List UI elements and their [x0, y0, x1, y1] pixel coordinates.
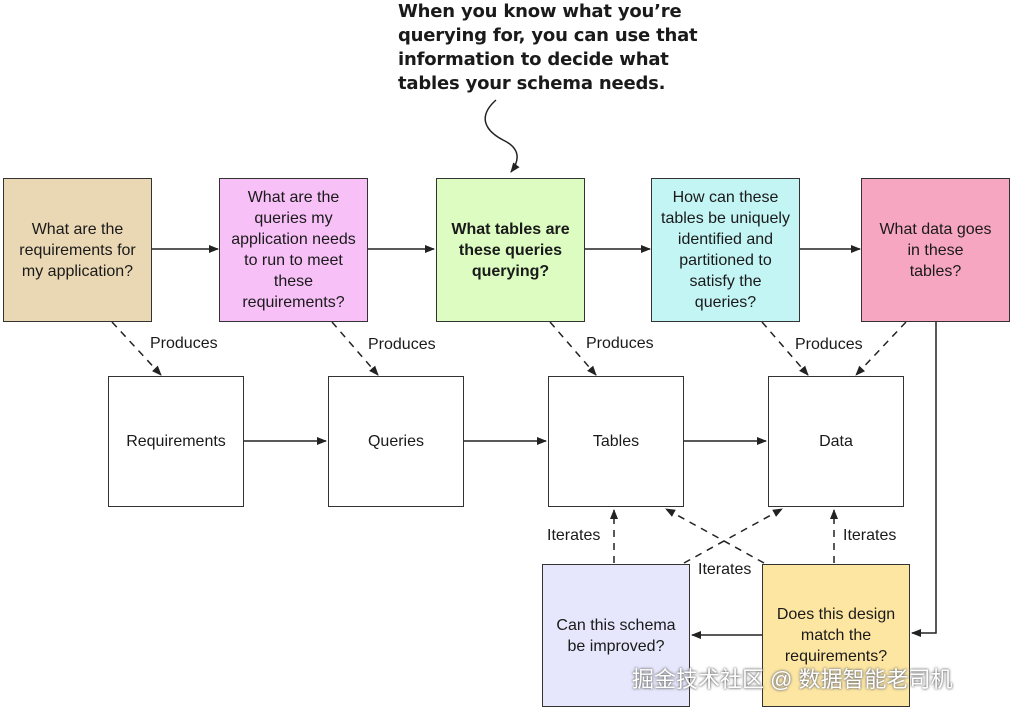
- loop-match-text: Does this design match the requirements?: [776, 606, 896, 665]
- produces-arrow-4: [761, 321, 809, 376]
- iterates-label-data: Iterates: [841, 527, 899, 545]
- produces-label-3: Produces: [584, 335, 656, 353]
- watermark: 掘金技术社区 @ 数据智能老司机: [632, 667, 953, 692]
- cross-arrow-to-tables: [665, 508, 765, 564]
- produces-label-1: Produces: [148, 335, 220, 353]
- loop-match: Does this design match the requirements?: [762, 564, 910, 707]
- artifact-requirements: Requirements: [108, 376, 244, 507]
- artifact-data: Data: [768, 376, 904, 507]
- artifact-requirements-text: Requirements: [126, 433, 226, 450]
- produces-label-4: Produces: [793, 336, 865, 354]
- iterates-label-tables: Iterates: [545, 527, 603, 545]
- question-data-text: What data goes in these tables?: [879, 220, 992, 280]
- question-tables-text: What tables are these queries querying?: [451, 220, 570, 280]
- artifact-tables-text: Tables: [592, 433, 640, 450]
- iterates-label-cross: Iterates: [696, 561, 754, 579]
- loop-improve: Can this schema be improved?: [542, 564, 690, 707]
- artifact-queries-text: Queries: [367, 433, 425, 450]
- artifact-queries: Queries: [328, 376, 464, 507]
- artifact-tables: Tables: [548, 376, 684, 507]
- question-tables: What tables are these queries querying?: [436, 178, 585, 322]
- produces-arrow-3: [549, 321, 597, 376]
- question-requirements: What are the requirements for my applica…: [3, 178, 152, 322]
- question-queries: What are the queries my application need…: [219, 178, 368, 322]
- question-data: What data goes in these tables?: [861, 178, 1010, 322]
- data-to-match-arrow: [911, 322, 937, 637]
- question-keys-text: How can these tables be uniquely identif…: [661, 189, 790, 311]
- cross-arrow-to-data: [683, 508, 783, 564]
- produces-arrow-2: [331, 321, 379, 376]
- question-requirements-text: What are the requirements for my applica…: [19, 220, 136, 280]
- question-keys: How can these tables be uniquely identif…: [651, 178, 800, 322]
- produces-label-2: Produces: [366, 336, 438, 354]
- callout-pointer: [484, 99, 520, 173]
- loop-improve-text: Can this schema be improved?: [556, 616, 676, 655]
- artifact-data-text: Data: [819, 433, 853, 450]
- callout-note: When you know what you’re querying for, …: [398, 1, 698, 94]
- question-queries-text: What are the queries my application need…: [231, 189, 356, 311]
